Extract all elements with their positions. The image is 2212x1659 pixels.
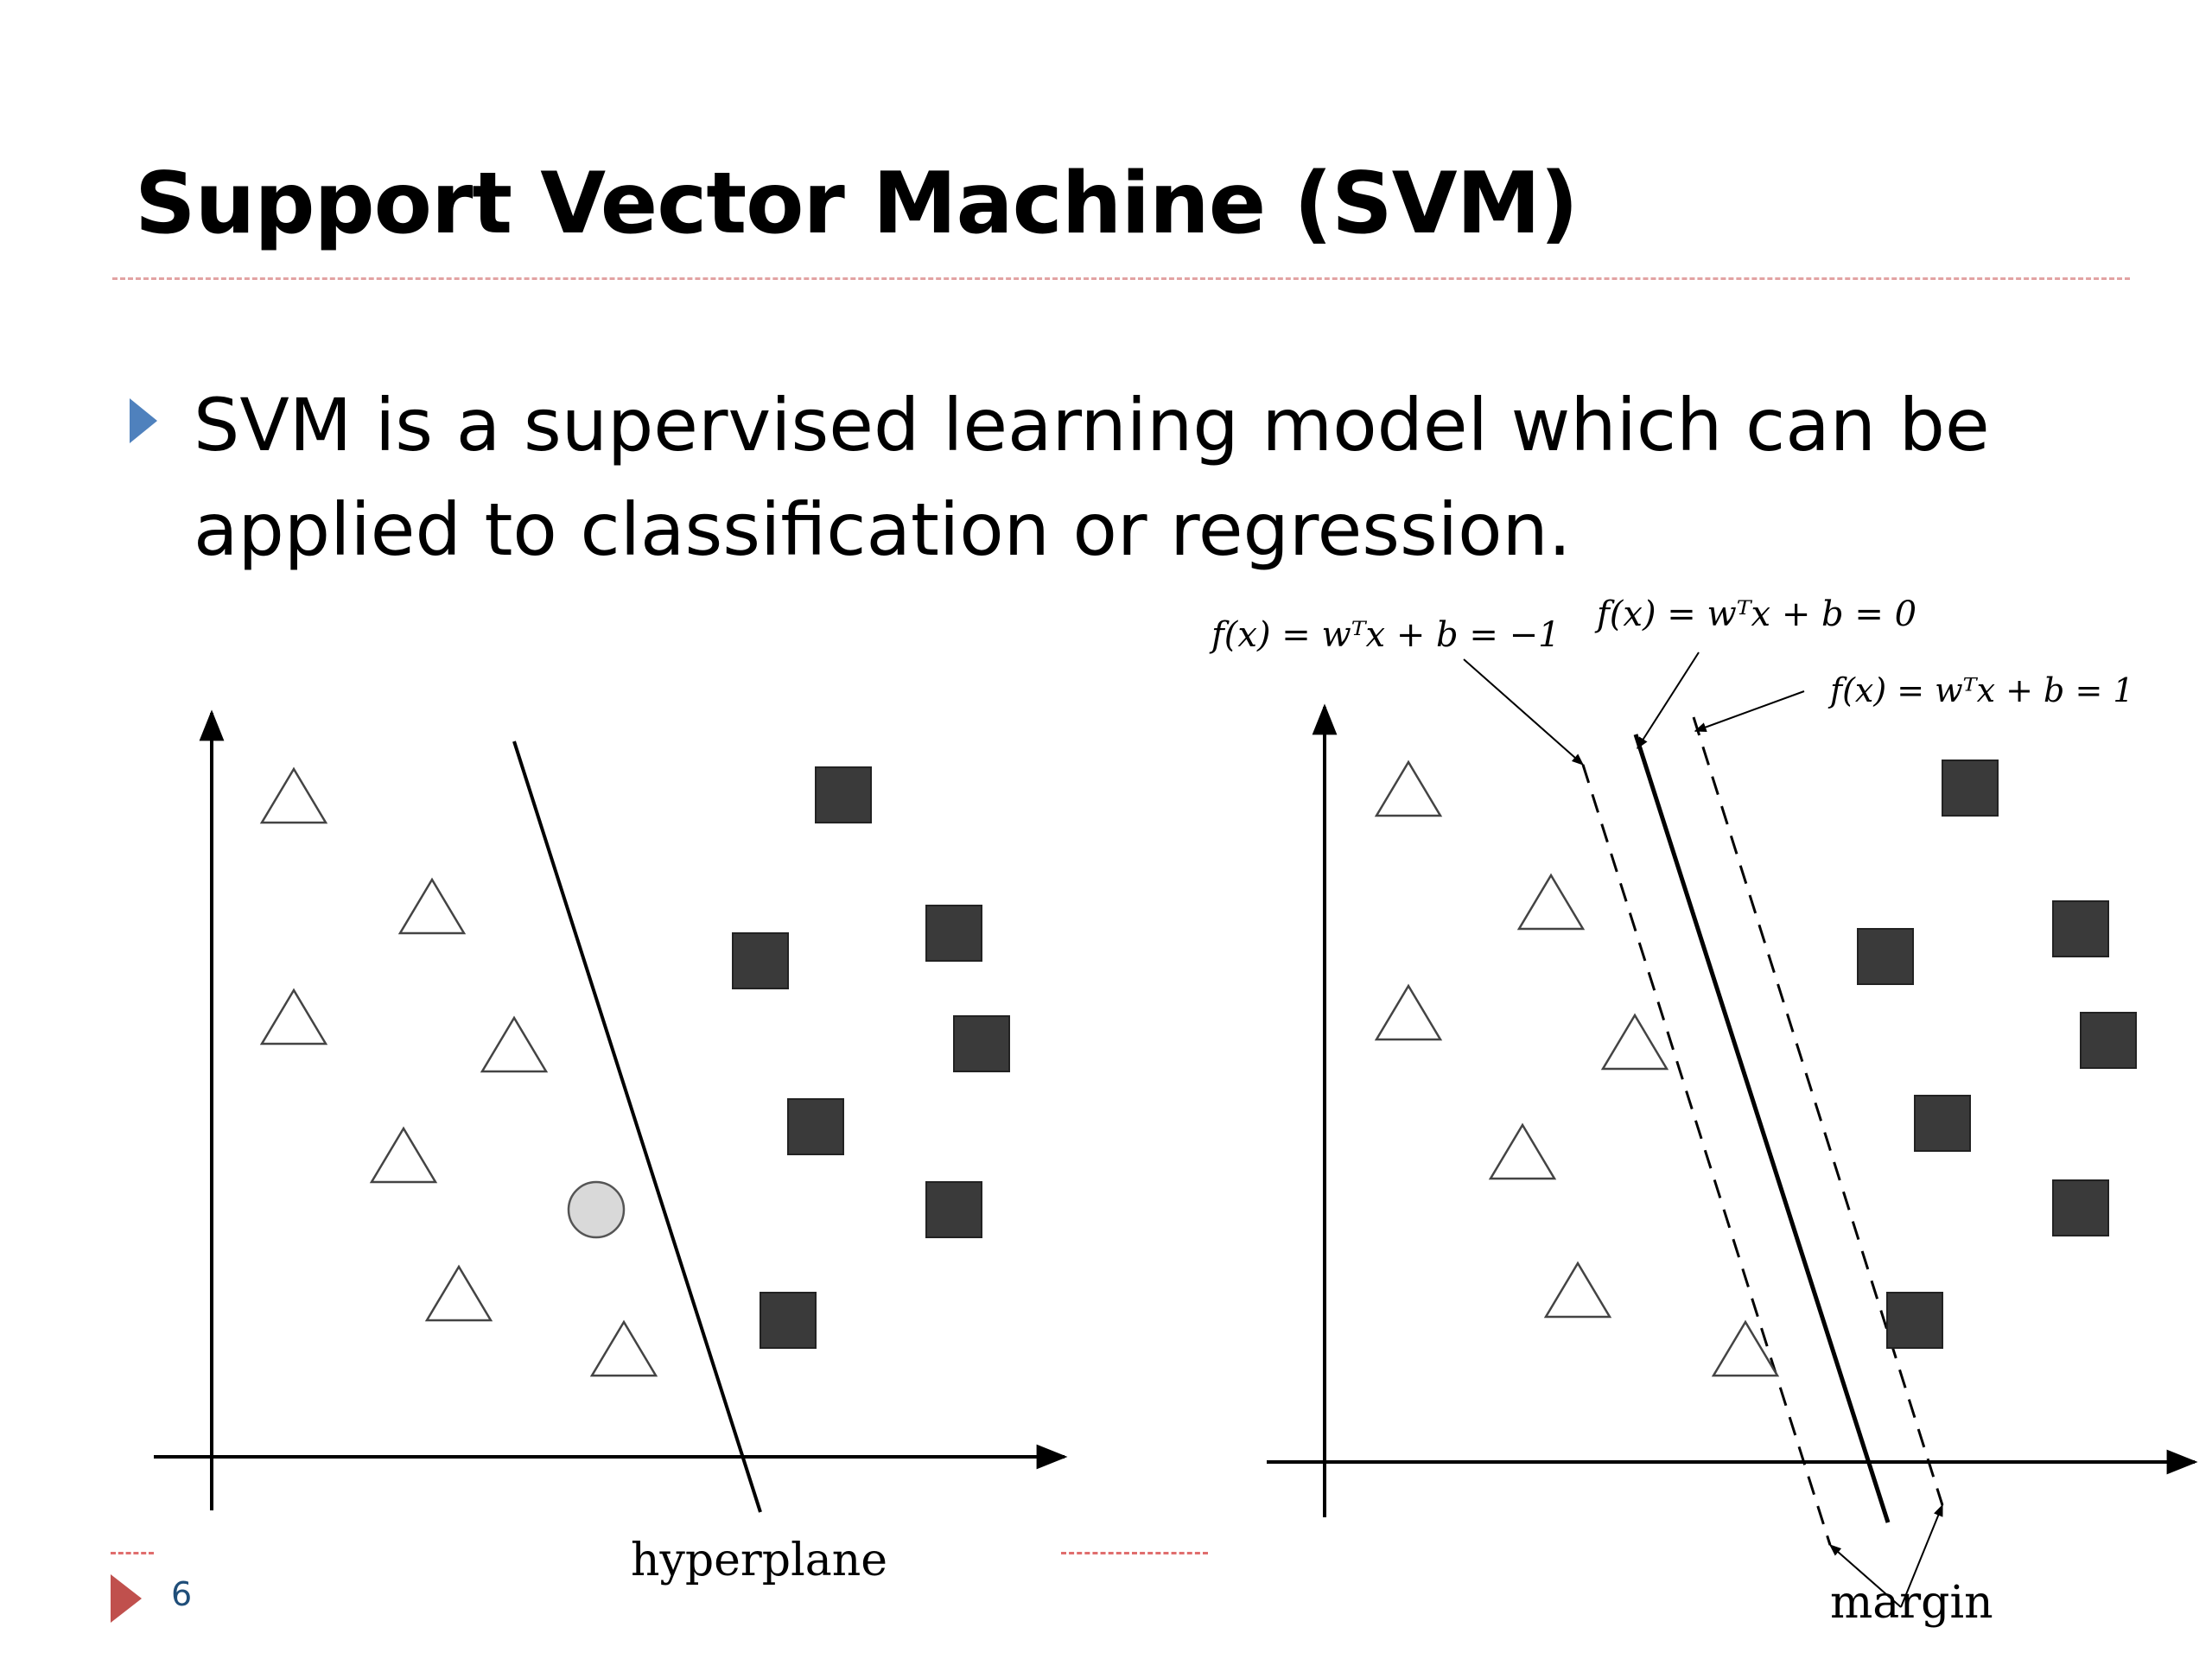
equation-plus-label: f(x) = wᵀx + b = 1 xyxy=(1827,671,2134,709)
class-b-square xyxy=(1886,1292,1943,1349)
pointer-margin-right xyxy=(1900,1503,1943,1608)
class-a-triangle xyxy=(1711,1319,1780,1377)
class-a-triangle xyxy=(259,766,328,824)
class-a-triangle xyxy=(1488,1122,1557,1180)
pointer-eq-plus xyxy=(1694,690,1805,732)
class-a-triangle xyxy=(1374,760,1443,817)
left-hyperplane-line xyxy=(512,741,762,1513)
class-b-square xyxy=(787,1098,844,1155)
class-a-triangle xyxy=(1600,1013,1669,1071)
margin-line-plus xyxy=(1692,716,1944,1506)
pointer-margin-left xyxy=(1828,1544,1902,1608)
class-b-square xyxy=(1857,928,1914,985)
page-number: 6 xyxy=(171,1575,193,1613)
class-b-square xyxy=(925,1181,982,1238)
footer-divider-left xyxy=(111,1552,154,1554)
title-divider xyxy=(112,277,2130,280)
bullet-text: SVM is a supervised learning model which… xyxy=(194,383,1990,572)
class-b-square xyxy=(953,1015,1010,1072)
hyperplane-caption: hyperplane xyxy=(631,1535,887,1586)
left-panel: hyperplane xyxy=(154,709,1068,1586)
class-b-square xyxy=(1914,1095,1971,1152)
pointer-eq-zero xyxy=(1637,652,1700,750)
footer-divider-right xyxy=(1061,1552,1208,1554)
margin-line-minus xyxy=(1581,764,1832,1546)
equation-minus-label: f(x) = wᵀx + b = −1 xyxy=(1209,615,1560,655)
footer-triangle-icon xyxy=(111,1574,142,1623)
class-a-triangle xyxy=(369,1126,438,1184)
class-a-triangle xyxy=(259,988,328,1046)
class-a-triangle xyxy=(589,1319,658,1377)
slide-title: Support Vector Machine (SVM) xyxy=(135,155,1579,253)
class-b-square xyxy=(2052,1179,2109,1236)
unknown-point-circle xyxy=(567,1180,626,1239)
class-a-triangle xyxy=(480,1015,549,1073)
equation-zero-label: f(x) = wᵀx + b = 0 xyxy=(1594,594,1916,634)
class-b-square xyxy=(815,766,872,823)
bullet-triangle-icon xyxy=(130,398,157,443)
class-a-triangle xyxy=(1543,1261,1612,1319)
class-a-triangle xyxy=(1516,873,1586,931)
pointer-eq-minus xyxy=(1463,658,1585,766)
margin-caption: margin xyxy=(1830,1577,1993,1629)
class-b-square xyxy=(732,932,789,989)
class-b-square xyxy=(1942,760,1999,817)
class-a-triangle xyxy=(424,1264,493,1322)
class-b-square xyxy=(760,1292,817,1349)
class-a-triangle xyxy=(397,877,467,935)
class-a-triangle xyxy=(1374,983,1443,1041)
class-b-square xyxy=(2052,900,2109,957)
class-b-square xyxy=(2080,1012,2137,1069)
decision-boundary-line xyxy=(1633,734,1891,1523)
class-b-square xyxy=(925,905,982,962)
right-panel: f(x) = wᵀx + b = −1 f(x) = wᵀx + b = 0 f… xyxy=(1209,594,2198,1629)
